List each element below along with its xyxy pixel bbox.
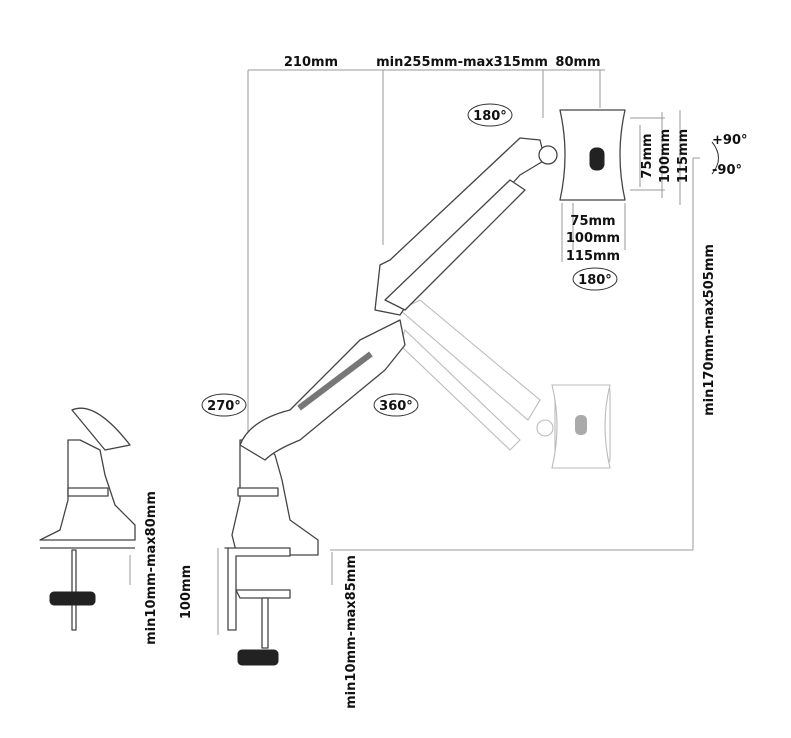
tilt-up-label: +90° (712, 133, 747, 148)
grommet-thickness-label: min10mm-max85mm (344, 555, 359, 709)
desk-thickness-label: min10mm-max80mm (144, 491, 159, 645)
dimension-labels: 210mm min255mm-max315mm 80mm min170mm-ma… (144, 55, 717, 709)
head-swivel-label: 180° (473, 109, 507, 124)
vesa-h-100: 100mm (566, 231, 620, 246)
plate-swivel-label: 180° (578, 273, 612, 288)
tilt-down-label: -90° (712, 163, 742, 178)
vesa-v-100: 100mm (658, 129, 673, 183)
dimension-lines (129, 69, 700, 635)
grommet-height-label: 100mm (179, 565, 194, 619)
base-rotation-label: 270° (207, 399, 241, 414)
rotation-labels: 180° 180° 270° 360° +90° -90° (201, 103, 747, 417)
elbow-rotation-label: 360° (379, 399, 413, 414)
vesa-v-75: 75mm (640, 133, 655, 178)
head-offset-label: 80mm (555, 55, 600, 70)
desk-clamp (224, 547, 291, 666)
monitor-arm (231, 109, 626, 556)
inset-desk-clamp (39, 407, 136, 631)
height-range-label: min170mm-max505mm (702, 244, 717, 416)
vesa-v-115: 115mm (676, 129, 691, 183)
vesa-h-115: 115mm (566, 249, 620, 264)
lower-reach-label: 210mm (284, 55, 338, 70)
vesa-h-75: 75mm (570, 214, 615, 229)
upper-reach-label: min255mm-max315mm (376, 55, 548, 70)
